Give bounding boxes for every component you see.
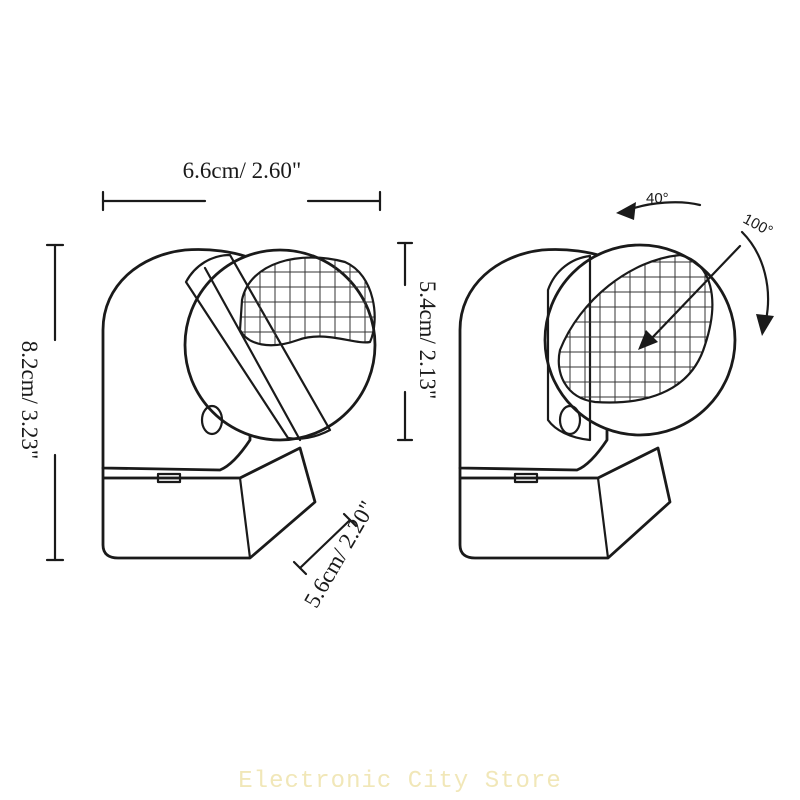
arrow-left-icon — [616, 202, 636, 220]
sensor-front-view — [101, 248, 377, 560]
arrow-down-icon — [756, 314, 774, 336]
dimension-lines — [45, 190, 414, 576]
height-label: 8.2cm/ 3.23" — [17, 341, 42, 460]
arrow-inward-icon — [638, 330, 658, 350]
rotation-arrows — [616, 201, 774, 350]
depth-label: 5.6cm/ 2.20" — [299, 497, 380, 612]
width-label: 6.6cm/ 2.60" — [183, 158, 302, 183]
horizontal-angle-label: 40° — [646, 190, 669, 207]
lens-grid — [240, 257, 375, 346]
sensor-height-label: 5.4cm/ 2.13" — [415, 281, 440, 400]
store-watermark: Electronic City Store — [238, 768, 562, 795]
sensor-rotation-view — [458, 243, 737, 560]
